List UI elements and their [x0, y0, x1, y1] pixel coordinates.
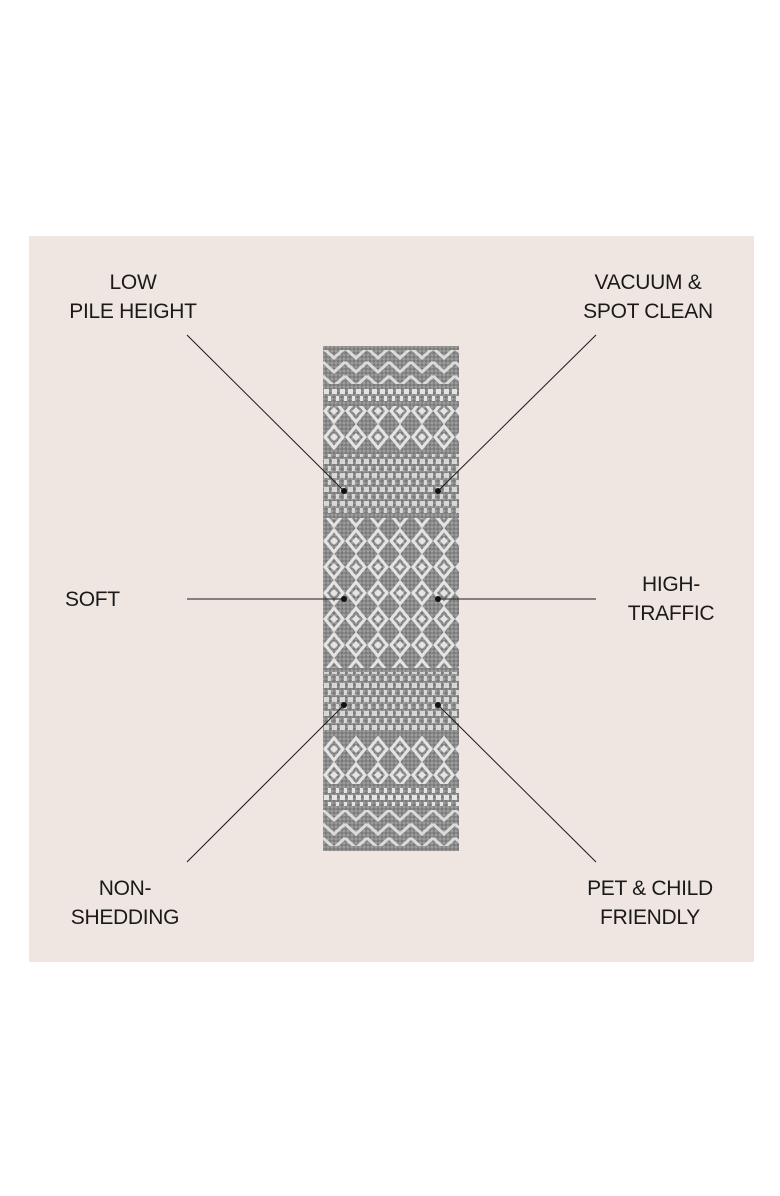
vacuum-line1: VACUUM &	[594, 271, 702, 294]
high-traffic-line1: HIGH-	[642, 573, 700, 596]
feature-label-low-pile: LOW PILE HEIGHT	[58, 268, 208, 326]
soft-line1: SOFT	[65, 588, 120, 611]
feature-label-vacuum: VACUUM & SPOT CLEAN	[568, 268, 728, 326]
feature-label-pet-child: PET & CHILD FRIENDLY	[570, 874, 730, 932]
low-pile-line1: LOW	[109, 271, 157, 294]
feature-label-soft: SOFT	[65, 585, 185, 614]
rug-runner-image	[323, 346, 459, 851]
feature-label-non-shedding: NON- SHEDDING	[55, 874, 195, 932]
feature-label-high-traffic: HIGH- TRAFFIC	[606, 570, 736, 628]
vacuum-line2: SPOT CLEAN	[583, 300, 713, 323]
pet-child-line1: PET & CHILD	[587, 877, 713, 900]
high-traffic-line2: TRAFFIC	[627, 602, 715, 625]
non-shedding-line2: SHEDDING	[70, 906, 180, 929]
pet-child-line2: FRIENDLY	[600, 906, 700, 929]
non-shedding-line1: NON-	[98, 877, 152, 900]
low-pile-line2: PILE HEIGHT	[69, 300, 197, 323]
